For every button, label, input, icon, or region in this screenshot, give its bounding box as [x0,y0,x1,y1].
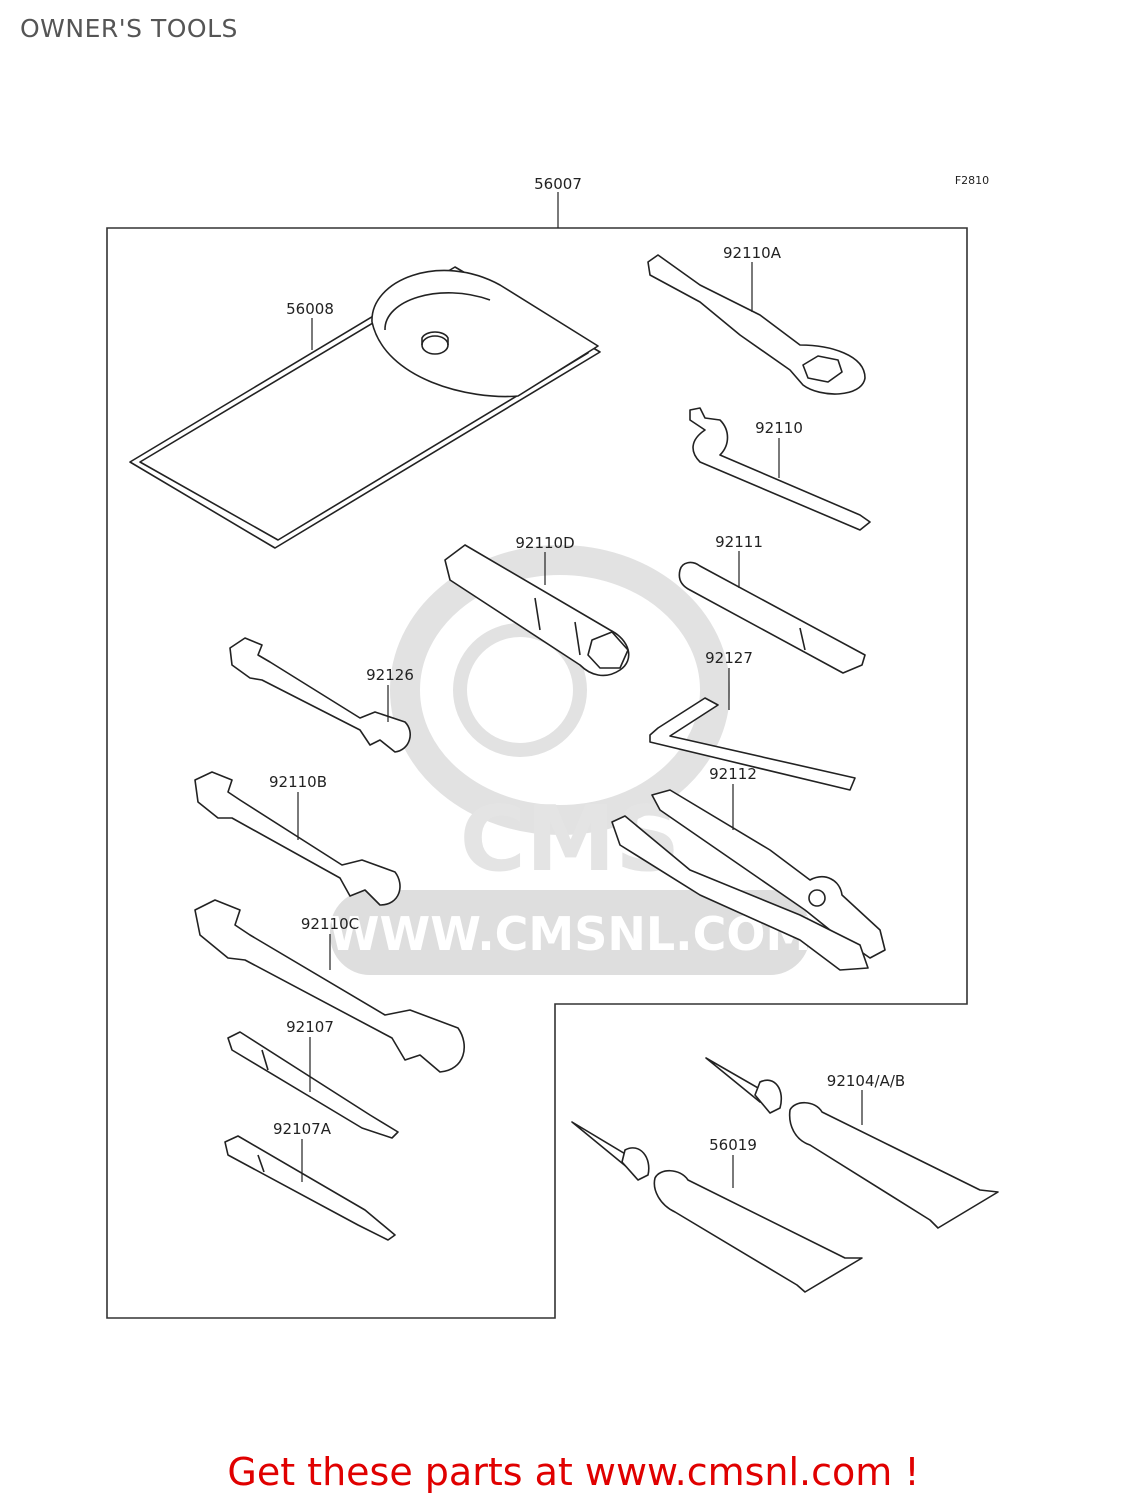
callout-92104: 92104/A/B [827,1072,905,1090]
parts-diagram: CMS WWW.CMSNL.COM [106,174,999,1319]
repair-tube-a-illustration [705,1057,999,1229]
plug-wrench-illustration [444,544,630,677]
tool-bag-illustration [129,266,601,549]
page-title: OWNER'S TOOLS [20,14,238,43]
kit-frame [106,227,968,1319]
repair-tube-b-illustration [571,1121,863,1293]
callout-92107: 92107 [286,1018,334,1036]
figure-code: F2810 [955,174,989,187]
callout-56008: 56008 [286,300,334,318]
leader-lines [297,262,863,1188]
pliers-illustration [611,789,886,971]
wrench-large-illustration [194,899,466,1073]
hook-spanner-illustration [689,407,871,531]
callout-92111: 92111 [715,533,763,551]
callout-92110d: 92110D [515,534,574,552]
hex-key-illustration [649,697,856,791]
box-wrench-illustration [647,254,866,395]
watermark-url: WWW.CMSNL.COM [329,907,812,961]
callout-92110: 92110 [755,419,803,437]
callout-92127: 92127 [705,649,753,667]
screwdriver-alt-illustration [224,1135,396,1241]
callout-92110c: 92110C [301,915,359,933]
handle-bar-illustration [678,561,866,674]
callout-56019: 56019 [709,1136,757,1154]
callout-92112: 92112 [709,765,757,783]
footer-parts-link[interactable]: Get these parts at www.cmsnl.com ! [227,1450,920,1494]
callout-92110a: 92110A [723,244,782,262]
callout-92126: 92126 [366,666,414,684]
wrench-small-illustration [229,637,411,753]
screwdriver-illustration [227,1031,399,1139]
callout-92110b: 92110B [269,773,327,791]
callout-56007: 56007 [534,175,582,193]
callout-92107a: 92107A [273,1120,332,1138]
